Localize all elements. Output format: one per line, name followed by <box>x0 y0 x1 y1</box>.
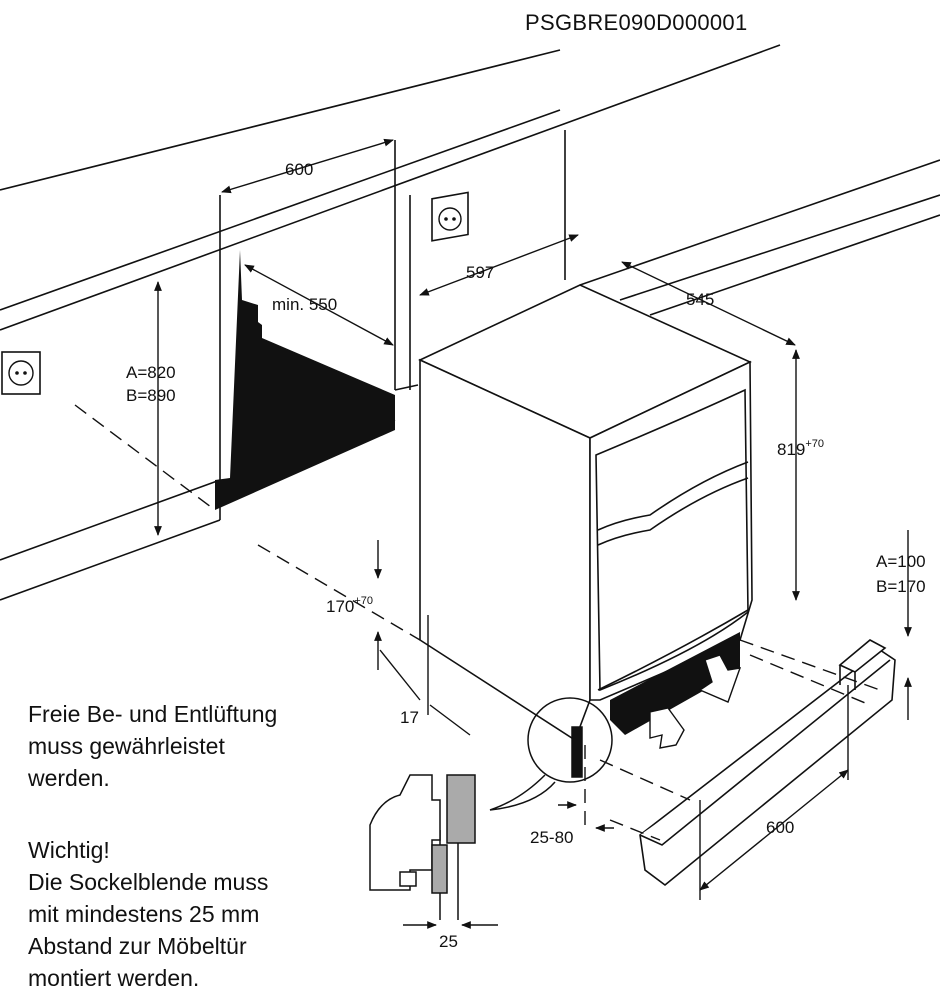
document-code: PSGBRE090D000001 <box>525 10 748 35</box>
appliance-body <box>418 284 753 742</box>
important-line: montiert werden. <box>28 965 200 991</box>
dim-niche-width: 600 <box>285 160 313 179</box>
dim-niche-depth: min. 550 <box>272 295 337 314</box>
dim-appliance-height-value: 819 <box>777 440 805 459</box>
detail-section <box>369 774 476 894</box>
dim-detail-gap: 25 <box>439 932 458 951</box>
dim-plinth-width: 600 <box>766 818 794 837</box>
ventilation-note: Freie Be- und Entlüftung muss gewährleis… <box>28 698 277 794</box>
dim-appliance-depth: 545 <box>686 290 714 309</box>
niche-interior <box>215 250 395 510</box>
socket-icon <box>431 191 469 242</box>
airflow-in-icon <box>649 707 685 749</box>
dim-plinth-a: A=100 <box>876 552 926 571</box>
dim-appliance-width: 597 <box>466 263 494 282</box>
important-line: Abstand zur Möbeltür <box>28 933 247 959</box>
important-line: mit mindestens 25 mm <box>28 901 260 927</box>
dim-plinth-height-sup: +70 <box>354 595 373 607</box>
dim-appliance-height: 819+70 <box>777 438 824 459</box>
dim-plinth-height: 170+70 <box>326 595 373 616</box>
important-title: Wichtig! <box>28 837 110 863</box>
dim-offset: 17 <box>400 708 419 727</box>
socket-icon <box>1 351 41 395</box>
dimension-lines <box>154 138 912 929</box>
airflow-out-icon <box>698 654 742 703</box>
important-line: Die Sockelblende muss <box>28 869 269 895</box>
ventilation-grille <box>610 632 740 735</box>
important-note: Wichtig! Die Sockelblende muss mit minde… <box>28 834 268 994</box>
ventilation-line: muss gewährleistet <box>28 733 225 759</box>
ventilation-line: werden. <box>28 765 110 791</box>
dim-niche-height-b: B=890 <box>126 386 176 405</box>
dim-appliance-height-sup: +70 <box>805 438 824 450</box>
ventilation-line: Freie Be- und Entlüftung <box>28 701 278 727</box>
hidden-lines <box>74 404 881 841</box>
dim-plinth-b: B=170 <box>876 577 926 596</box>
dim-door-offset: 25-80 <box>530 828 573 847</box>
dim-plinth-height-value: 170 <box>326 597 354 616</box>
dim-niche-height-a: A=820 <box>126 363 176 382</box>
